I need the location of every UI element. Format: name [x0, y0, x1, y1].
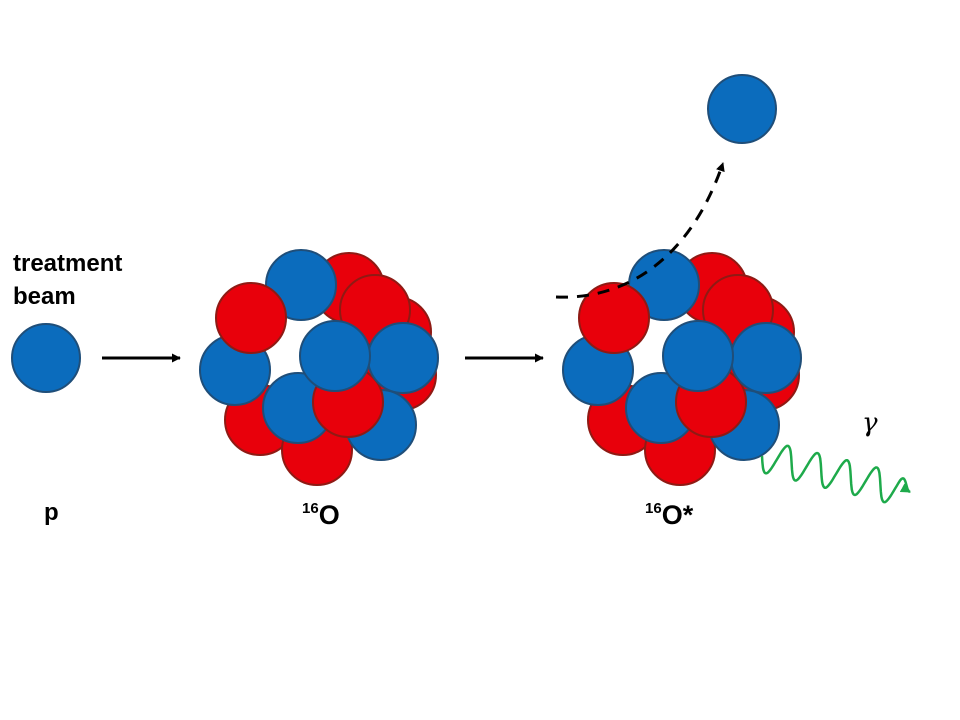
excited-symbol: O* — [662, 500, 694, 530]
gamma-label: γ — [862, 408, 878, 438]
oxygen-16-label: 16O — [302, 500, 340, 531]
proton-sphere — [216, 283, 286, 353]
excited-mass-number: 16 — [645, 500, 662, 517]
excited-oxygen-16-nucleus — [563, 250, 801, 485]
gamma-ray-wave — [762, 446, 910, 502]
ejected-nucleon — [708, 75, 776, 143]
neutron-sphere — [300, 321, 370, 391]
beam-label-line2: beam — [13, 280, 122, 313]
oxygen-symbol: O — [319, 500, 340, 530]
beam-label-line1: treatment — [13, 247, 122, 280]
neutron-sphere — [663, 321, 733, 391]
neutron-sphere — [368, 323, 438, 393]
excited-oxygen-label: 16O* — [645, 500, 693, 531]
proton-sphere — [579, 283, 649, 353]
treatment-beam-label: treatment beam — [13, 247, 122, 313]
oxygen-16-nucleus — [200, 250, 438, 485]
oxygen-mass-number: 16 — [302, 500, 319, 517]
proton-label: p — [44, 499, 59, 527]
neutron-sphere — [731, 323, 801, 393]
incoming-proton — [12, 324, 80, 392]
